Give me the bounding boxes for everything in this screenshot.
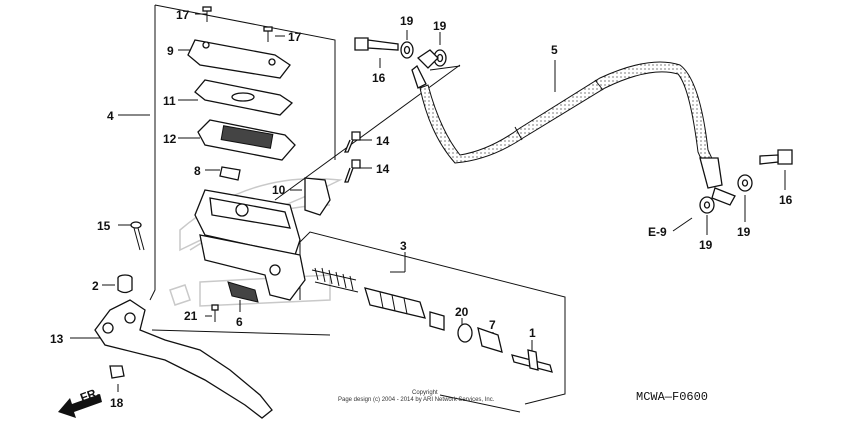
callout-16-right: 16	[779, 193, 793, 207]
callout-4: 4	[107, 109, 114, 123]
callout-12: 12	[163, 132, 177, 146]
float-bracket	[304, 177, 331, 216]
oil-bolt-16-left	[354, 37, 399, 51]
callout-3: 3	[400, 239, 407, 253]
callout-8: 8	[194, 164, 201, 178]
callout-2: 2	[92, 279, 99, 293]
callout-17-right: 17	[288, 30, 302, 44]
screw-17-right	[263, 26, 273, 42]
callout-17-top: 17	[176, 8, 190, 22]
pivot-bolt	[130, 221, 145, 251]
front-label: FR.	[78, 385, 101, 405]
callout-9: 9	[167, 44, 174, 58]
diagram-code: MCWA—F0600	[636, 390, 708, 404]
copyright-line-2: Page design (c) 2004 - 2014 by ARI Netwo…	[338, 397, 495, 403]
screw-17-top	[202, 6, 212, 22]
push-rod	[511, 349, 553, 373]
callout-14-lower: 14	[376, 162, 390, 176]
bolt-14-lower	[344, 159, 361, 183]
copyright-line-1: Copyright	[412, 390, 438, 396]
callout-14-upper: 14	[376, 134, 390, 148]
piston-spring	[311, 267, 359, 293]
clutch-lever	[94, 299, 273, 419]
bolt-14-upper	[344, 131, 361, 153]
callout-6: 6	[236, 315, 243, 329]
master-cylinder-group-frame	[149, 4, 336, 336]
front-direction-arrow	[58, 394, 102, 418]
sealing-washer-19a	[400, 41, 414, 59]
callout-1: 1	[529, 326, 536, 340]
master-cylinder-body	[194, 189, 306, 301]
callout-16-left: 16	[372, 71, 386, 85]
boot	[477, 327, 503, 353]
callout-11: 11	[163, 94, 176, 108]
sealing-washer-19d	[737, 174, 753, 192]
callout-15: 15	[97, 219, 111, 233]
clutch-switch	[227, 281, 259, 303]
reference-e9: E-9	[648, 225, 667, 239]
lever-nut	[109, 365, 125, 379]
piston	[364, 287, 426, 319]
callout-18: 18	[110, 396, 124, 410]
hose-divider-line	[274, 64, 461, 201]
callout-7: 7	[489, 318, 496, 332]
callout-19d: 19	[737, 225, 751, 239]
callout-21: 21	[184, 309, 198, 323]
piston-cup	[429, 311, 445, 331]
sealing-washer-19c	[699, 196, 715, 214]
clutch-hose	[411, 49, 736, 206]
callout-19c: 19	[699, 238, 713, 252]
callout-19a: 19	[400, 14, 414, 28]
callout-20: 20	[455, 305, 469, 319]
callout-19b: 19	[433, 19, 447, 33]
screw-21	[211, 304, 219, 322]
float-clip	[219, 166, 241, 181]
callout-5: 5	[551, 43, 558, 57]
oil-bolt-16-right	[759, 149, 793, 165]
callout-13: 13	[50, 332, 64, 346]
callout-10: 10	[272, 183, 286, 197]
reservoir-cap	[187, 39, 291, 79]
circlip	[457, 323, 473, 343]
collar	[117, 274, 133, 294]
